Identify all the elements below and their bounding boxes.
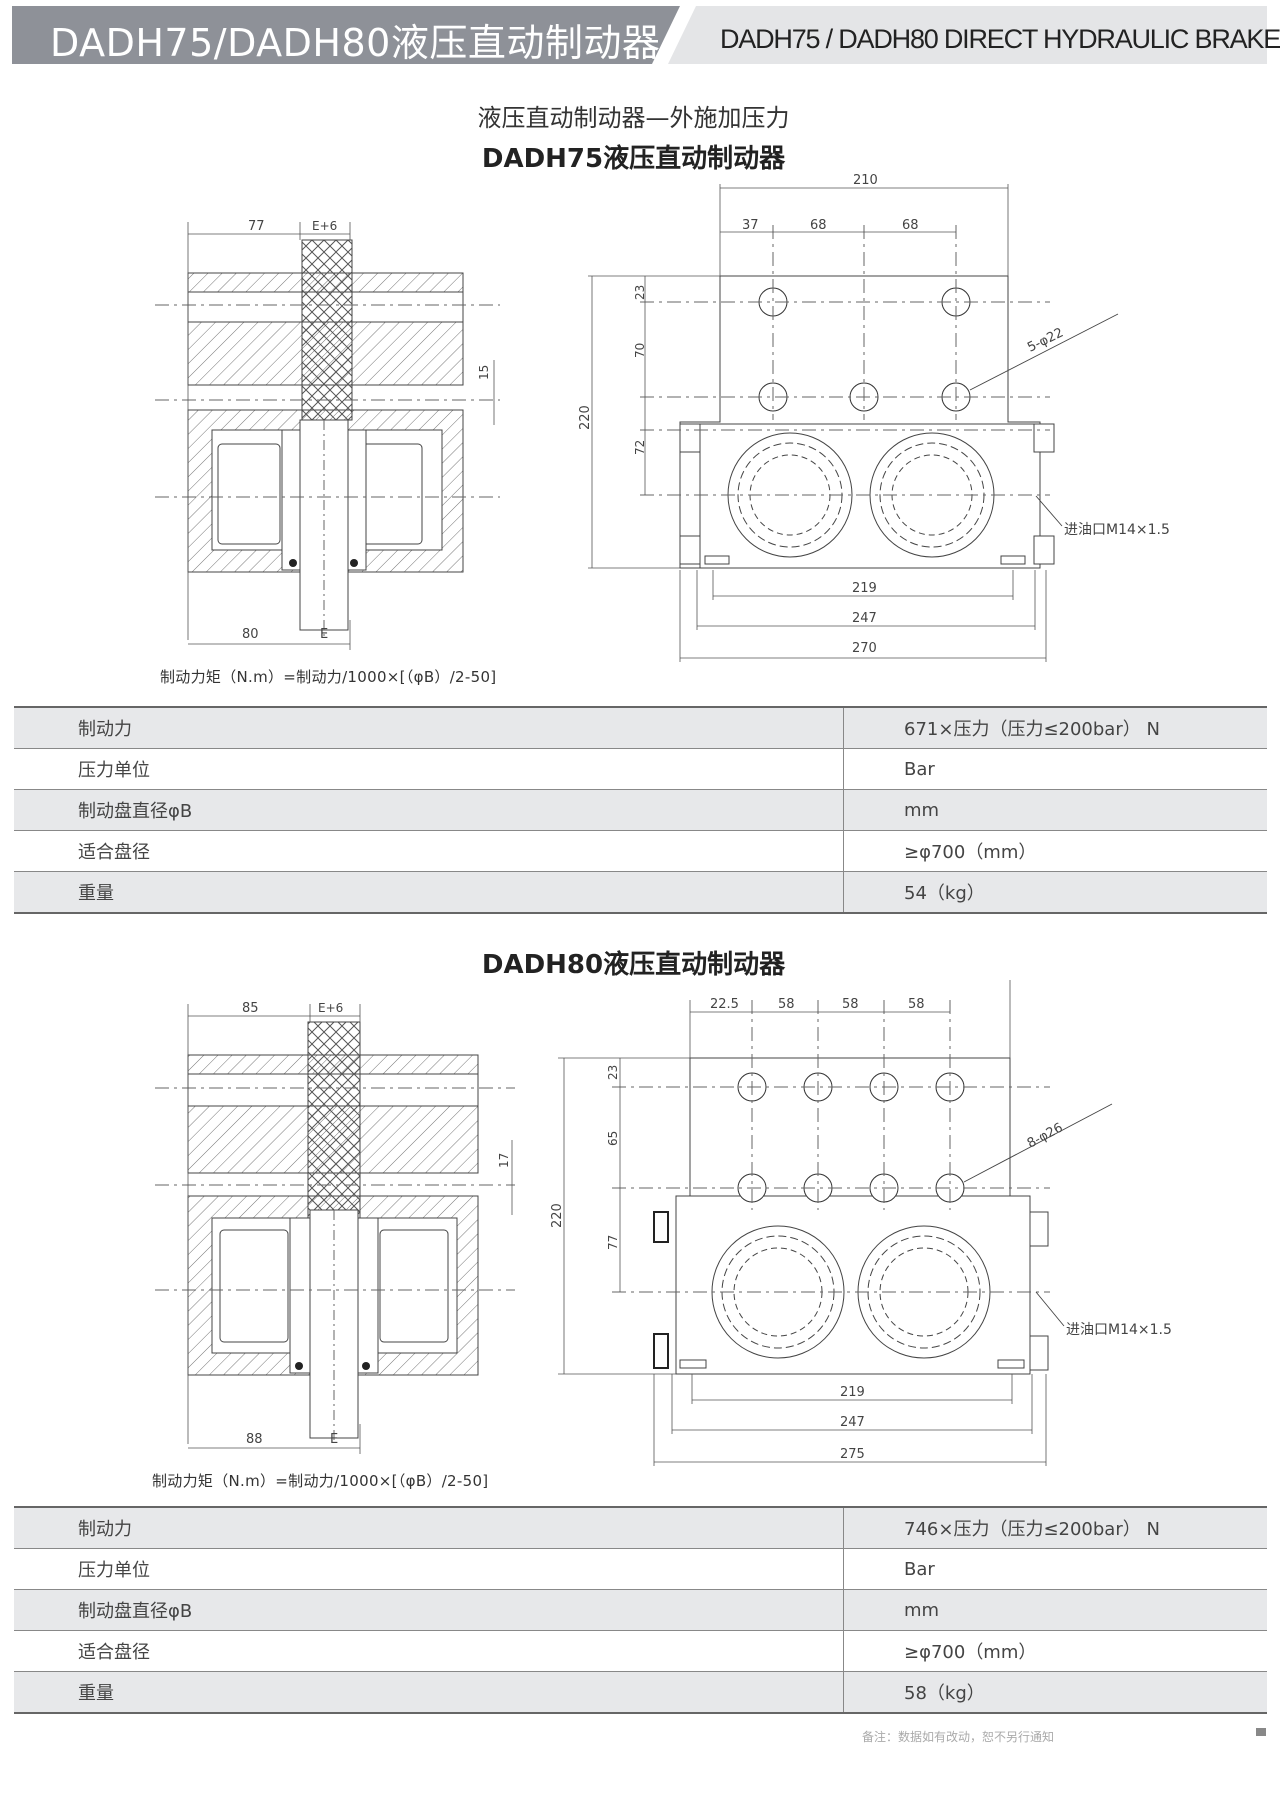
dim-row2: 65 xyxy=(606,1131,620,1146)
spec-value: 54（kg） xyxy=(843,871,1267,914)
formula-dadh80: 制动力矩（N.m）=制动力/1000×[（φB）/2-50] xyxy=(152,1472,489,1490)
dim-w2: 247 xyxy=(852,611,877,626)
dim-row1: 23 xyxy=(606,1065,620,1080)
dim-gap: 17 xyxy=(497,1153,511,1168)
dim-top-a: 77 xyxy=(248,219,265,234)
spec-value: 671×压力（压力≤200bar） N xyxy=(843,706,1267,749)
dim-col2: 68 xyxy=(810,218,827,233)
page-subtitle: DADH75 / DADH80 DIRECT HYDRAULIC BRAKE xyxy=(720,24,1280,54)
dim-row3: 72 xyxy=(633,440,647,455)
dim-row3: 77 xyxy=(606,1235,620,1250)
spec-label: 重量 xyxy=(14,1671,844,1714)
spec-value: ≥φ700（mm） xyxy=(843,1630,1267,1672)
page-corner-mark xyxy=(1256,1728,1266,1736)
dim-height: 220 xyxy=(550,1203,565,1228)
spec-label: 重量 xyxy=(14,871,844,914)
spec-value: mm xyxy=(843,1589,1267,1631)
dim-top-b: E+6 xyxy=(318,1001,343,1015)
dim-w3: 270 xyxy=(852,641,877,656)
dadh75-side-view: 77 E+6 80 E 15 xyxy=(155,219,500,650)
model-title-dadh75: DADH75液压直动制动器 xyxy=(481,144,786,174)
dim-bottom-a: 80 xyxy=(242,627,259,642)
spec-label: 压力单位 xyxy=(14,1548,844,1590)
table-row: 适合盘径≥φ700（mm） xyxy=(14,830,1267,872)
model-title-dadh80: DADH80液压直动制动器 xyxy=(481,950,786,980)
holes-label: 8-φ26 xyxy=(1025,1120,1066,1151)
dim-col3: 68 xyxy=(902,218,919,233)
dim-w2: 247 xyxy=(840,1415,865,1430)
dim-col3: 58 xyxy=(842,997,859,1012)
dadh80-side-view: 85 E+6 88 E 17 xyxy=(155,1001,515,1454)
dim-w1: 219 xyxy=(840,1385,865,1400)
footnote: 备注：数据如有改动，恕不另行通知 xyxy=(862,1730,1055,1744)
dim-gap: 15 xyxy=(477,365,491,380)
dim-row1: 23 xyxy=(633,285,647,300)
oil-port-label: 进油口M14×1.5 xyxy=(1064,522,1170,538)
dadh80-front-view: 22.5 58 58 58 220 23 65 77 8-φ26 进油口M14×… xyxy=(550,980,1172,1466)
dim-col1: 22.5 xyxy=(710,997,739,1012)
header-banner-left xyxy=(12,6,692,64)
dadh75-front-view: 210 37 68 68 220 23 70 72 5-φ22 进油口M14×1… xyxy=(578,173,1170,662)
formula-dadh75: 制动力矩（N.m）=制动力/1000×[（φB）/2-50] xyxy=(160,668,497,686)
page-title: DADH75/DADH80液压直动制动器 xyxy=(50,21,661,65)
dim-col1: 37 xyxy=(742,218,759,233)
spec-label: 压力单位 xyxy=(14,748,844,790)
spec-value: 58（kg） xyxy=(843,1671,1267,1714)
spec-value: mm xyxy=(843,789,1267,831)
dim-col2: 58 xyxy=(778,997,795,1012)
header-banner-right xyxy=(662,6,1267,64)
spec-value: ≥φ700（mm） xyxy=(843,830,1267,872)
oil-port-label: 进油口M14×1.5 xyxy=(1066,1322,1172,1338)
dim-bottom-b: E xyxy=(330,1432,338,1447)
table-row: 适合盘径≥φ700（mm） xyxy=(14,1630,1267,1672)
dim-row2: 70 xyxy=(633,343,647,358)
dim-bottom-a: 88 xyxy=(246,1432,263,1447)
dim-w1: 219 xyxy=(852,581,877,596)
spec-value: 746×压力（压力≤200bar） N xyxy=(843,1506,1267,1549)
spec-value: Bar xyxy=(843,748,1267,790)
dim-col4: 58 xyxy=(908,997,925,1012)
dim-w3: 275 xyxy=(840,1447,865,1462)
dim-width: 210 xyxy=(853,173,878,188)
spec-label: 适合盘径 xyxy=(14,1630,844,1672)
dim-height: 220 xyxy=(578,405,593,430)
spec-label: 制动盘直径φB xyxy=(14,1589,844,1631)
dim-top-b: E+6 xyxy=(312,219,337,233)
dim-bottom-b: E xyxy=(320,627,328,642)
spec-label: 适合盘径 xyxy=(14,830,844,872)
spec-value: Bar xyxy=(843,1548,1267,1590)
dim-top-a: 85 xyxy=(242,1001,259,1016)
section-caption: 液压直动制动器—外施加压力 xyxy=(477,104,790,132)
spec-label: 制动力 xyxy=(14,1506,844,1549)
spec-label: 制动力 xyxy=(14,706,844,749)
